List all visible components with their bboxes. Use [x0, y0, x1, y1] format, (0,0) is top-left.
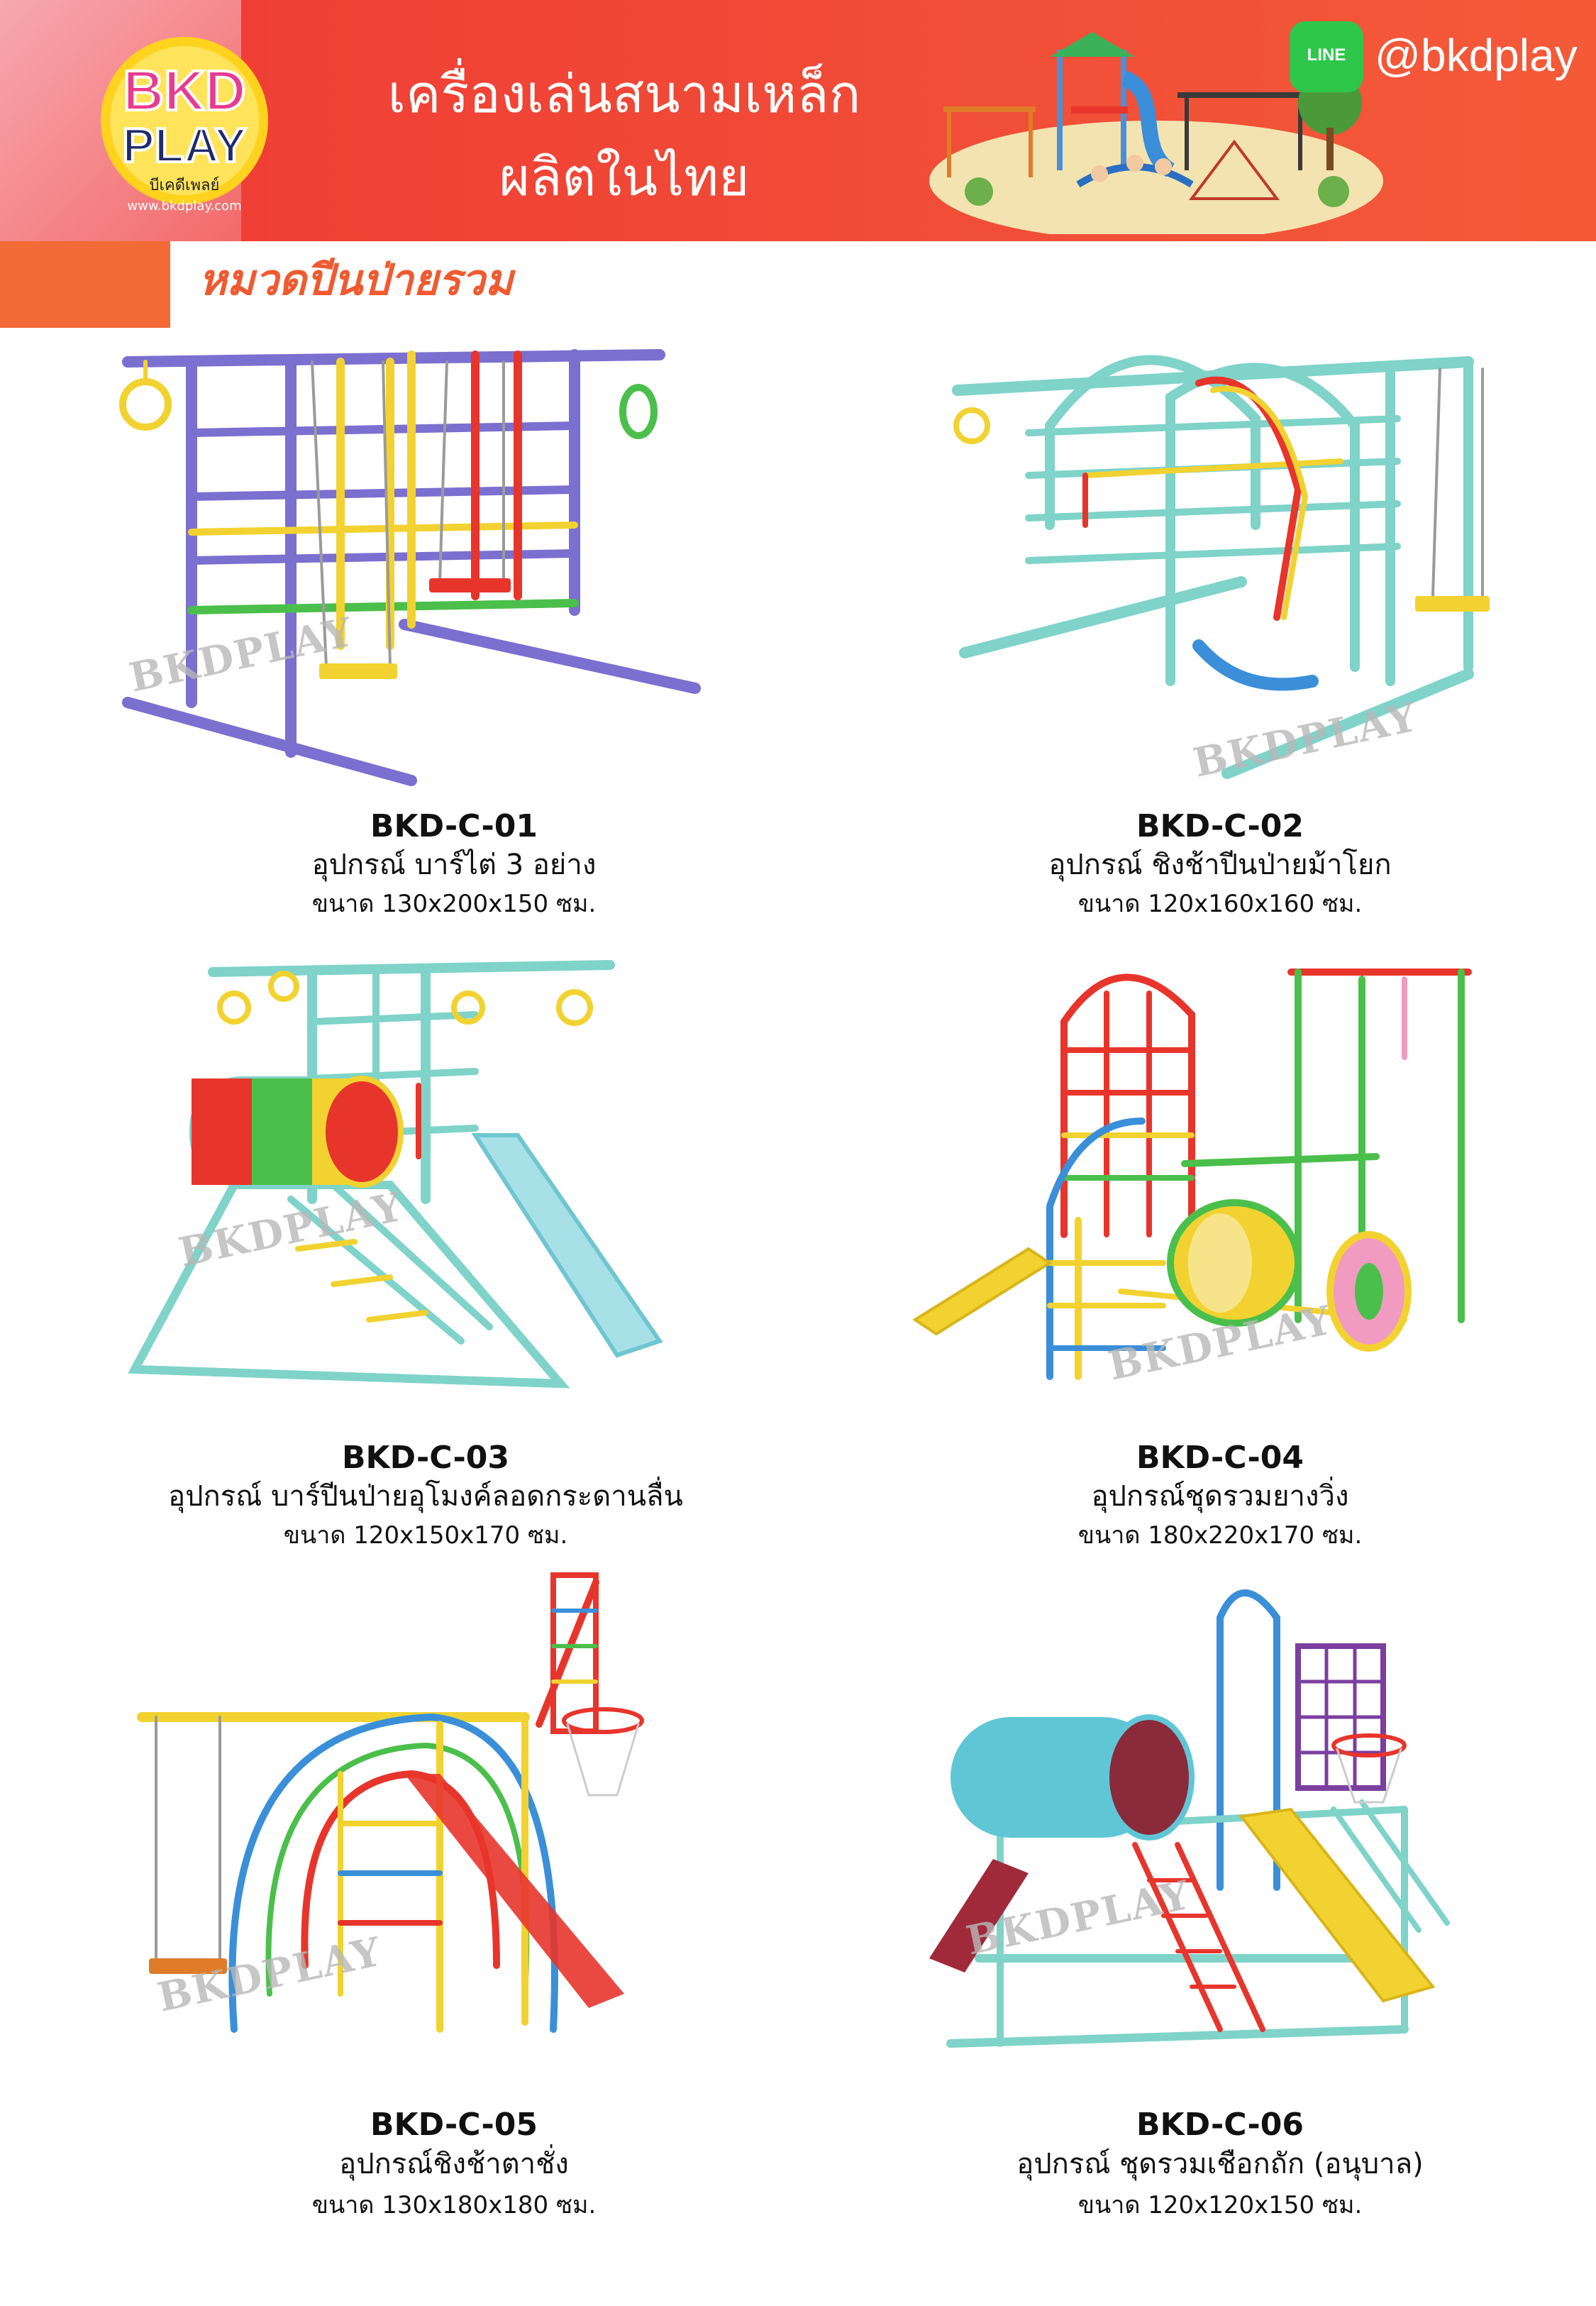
product-image-c03 — [128, 960, 663, 1389]
bkdplay-logo: BKD PLAY บีเคดีเพลย์ www.bkdplay.com — [101, 37, 268, 213]
product-name-c06: อุปกรณ์ ชุดรวมเชือกถัก (อนุบาล) — [1016, 2148, 1424, 2180]
product-card-c04[interactable]: BKDPLAY — [908, 951, 1475, 1405]
logo-url: www.bkdplay.com — [127, 199, 241, 213]
product-code-c05: BKD-C-05 — [370, 2107, 538, 2143]
product-name-c05: อุปกรณ์ชิงช้าตาชั่ง — [339, 2148, 569, 2180]
line-handle[interactable]: @bkdplay — [1375, 30, 1578, 81]
product-card-c06[interactable]: BKDPLAY — [908, 1575, 1490, 2058]
product-size-c04: ขนาด 180x220x170 ซม. — [1077, 1521, 1363, 1550]
product-code-c01: BKD-C-01 — [370, 808, 538, 844]
line-icon[interactable]: LINE — [1290, 21, 1363, 92]
product-name-c01: อุปกรณ์ บาร์ไต่ 3 อย่าง — [311, 849, 597, 881]
product-size-c05: ขนาด 130x180x180 ซม. — [311, 2191, 597, 2219]
product-code-c03: BKD-C-03 — [341, 1440, 510, 1476]
product-code-c06: BKD-C-06 — [1136, 2107, 1304, 2143]
product-size-c01: ขนาด 130x200x150 ซม. — [311, 890, 597, 918]
product-name-c03: อุปกรณ์ บาร์ปีนป่ายอุโมงค์ลอดกระดานลื่น — [168, 1480, 683, 1513]
line-icon-label: LINE — [1307, 45, 1346, 65]
playground-illustration — [929, 32, 1383, 234]
product-image-c06 — [929, 1589, 1450, 2048]
logo-text-play: PLAY — [122, 118, 246, 172]
logo-text-bkd: BKD — [123, 59, 245, 122]
header-title-line2: ผลิตในไทย — [499, 147, 750, 208]
product-size-c06: ขนาด 120x120x150 ซม. — [1077, 2191, 1363, 2219]
product-image-c02 — [952, 355, 1490, 779]
product-size-c02: ขนาด 120x160x160 ซม. — [1077, 890, 1363, 918]
header-title-line1: เครื่องเล่นสนามเหล็ก — [387, 64, 861, 125]
product-code-c02: BKD-C-02 — [1136, 808, 1304, 844]
product-size-c03: ขนาด 120x150x170 ซม. — [283, 1521, 568, 1550]
logo-text-thai: บีเคดีเพลย์ — [150, 177, 220, 194]
product-card-c05[interactable]: BKDPLAY — [128, 1568, 681, 2051]
product-name-c02: อุปกรณ์ ชิงช้าปีนป่ายม้าโยก — [1048, 849, 1392, 881]
product-image-c05 — [137, 1572, 644, 2033]
product-card-c01[interactable]: BKDPLAY — [106, 326, 716, 795]
product-name-c04: อุปกรณ์ชุดรวมยางวิ่ง — [1091, 1480, 1349, 1513]
category-title: หมวดปีนป่ายรวม — [199, 255, 514, 305]
product-card-c02[interactable]: BKDPLAY — [943, 312, 1511, 795]
product-image-c01 — [119, 349, 701, 786]
product-code-c04: BKD-C-04 — [1136, 1440, 1304, 1476]
product-image-c04 — [912, 969, 1472, 1380]
category-accent-bar — [0, 241, 170, 328]
product-card-c03[interactable]: BKDPLAY — [121, 944, 688, 1426]
